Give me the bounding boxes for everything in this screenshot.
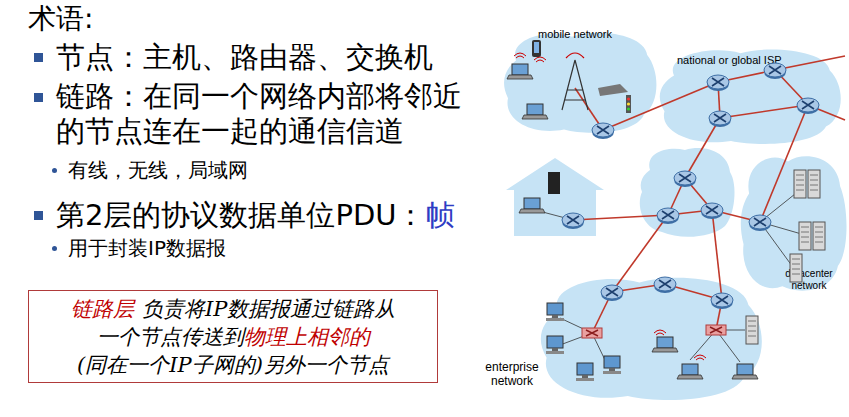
network-label: enterprise network [477,360,547,388]
bullet-square [34,211,43,220]
highlight-text: 物理上相邻的 [244,325,370,349]
core-cloud [640,148,735,237]
network-cloud: mobile network [500,28,660,136]
bullet-text: 链路：在同一个网络内部将邻近的节点连在一起的通信信道 [56,79,474,149]
cell-tower [562,53,588,110]
bullet-text: 用于封装IP数据报 [68,235,448,261]
bullet-text: 节点：主机、路由器、交换机 [56,39,496,75]
sub-bullet-dot [52,246,57,251]
definition-text: (同在一个IP子网的)另外一个节点 [77,353,389,377]
home-house [506,158,604,236]
network-cloud: datacenter network [738,150,849,295]
network-cloud: national or global ISP [655,45,845,147]
network-label: national or global ISP [677,54,827,66]
network-cloud: enterprise network [535,272,767,404]
links [573,56,845,333]
wires [535,190,805,362]
definition-text: 一个节点传送到 [97,325,244,349]
highlight-text: 链路层 [71,297,134,321]
sub-bullet-dot [52,168,57,173]
bullet-text: 有线，无线，局域网 [68,157,448,183]
network-label: datacenter network [778,268,840,292]
bullet-square [34,53,43,62]
definition-text: 负责将IP数据报通过链路从 [142,297,395,321]
bullet-square [34,93,43,102]
highlight-term: 帧 [426,197,455,233]
network-label: mobile network [538,28,648,40]
cloud-shape [535,272,767,404]
definition-box: 链路层负责将IP数据报通过链路从一个节点传送到物理上相邻的 (同在一个IP子网的)… [28,290,438,383]
slide-title: 术语: [28,2,93,36]
bullet-text: 第2层的协议数据单位PDU： [56,197,426,233]
cloud-shape [500,28,660,136]
